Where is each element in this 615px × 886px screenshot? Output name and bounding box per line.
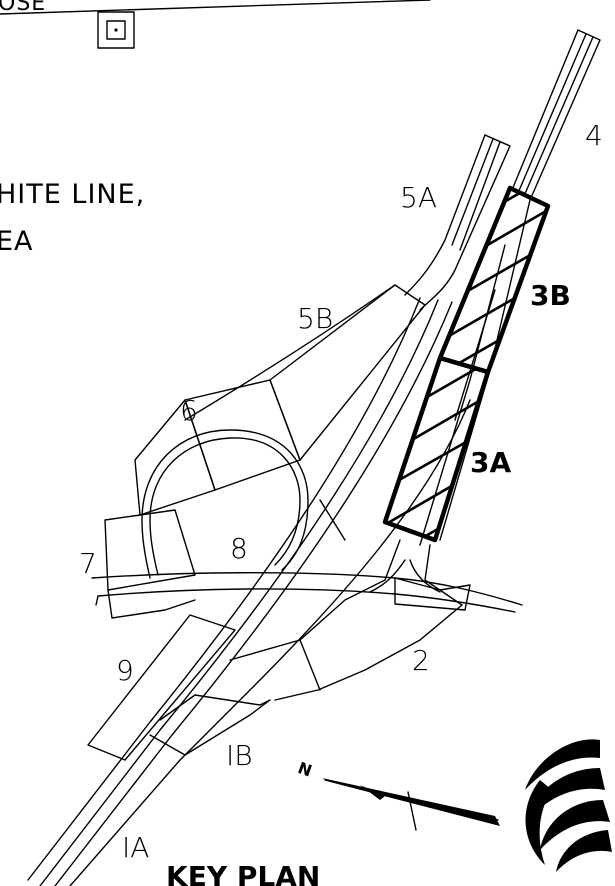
area-label-6: 6	[180, 394, 198, 427]
area-label-8: 8	[230, 532, 248, 565]
area-label-7: 7	[79, 547, 97, 580]
note-line-1: HITE LINE,	[0, 179, 145, 210]
area-label-5a: 5A	[400, 181, 437, 214]
area-label-1b: IB	[226, 739, 253, 772]
interchange-loop-linework	[134, 284, 426, 579]
agency-logo-icon	[525, 739, 612, 872]
area-label-3b: 3B	[530, 279, 571, 312]
square-symbol-icon	[97, 11, 135, 49]
area-label-9: 9	[116, 654, 134, 687]
top-label-fragment: OSE	[0, 0, 46, 16]
area-3a-outline	[382, 355, 491, 543]
north-arrow-icon: N	[295, 758, 500, 831]
ramp-2-linework	[274, 539, 463, 701]
area-label-3a: 3A	[470, 446, 511, 479]
cross-road-linework	[91, 572, 523, 613]
area-label-5b: 5B	[297, 302, 333, 335]
area-9-1b-linework	[87, 614, 301, 761]
top-border-line	[0, 0, 431, 15]
north-arrow-label: N	[295, 758, 314, 780]
area-label-4: 4	[585, 119, 603, 152]
note-line-2: EA	[0, 226, 34, 257]
area-7-linework	[104, 509, 196, 619]
area-label-1a: IA	[122, 831, 149, 864]
key-plan-title: KEY PLAN	[166, 860, 320, 886]
area-label-2: 2	[412, 644, 430, 677]
main-road-linework	[27, 29, 601, 886]
